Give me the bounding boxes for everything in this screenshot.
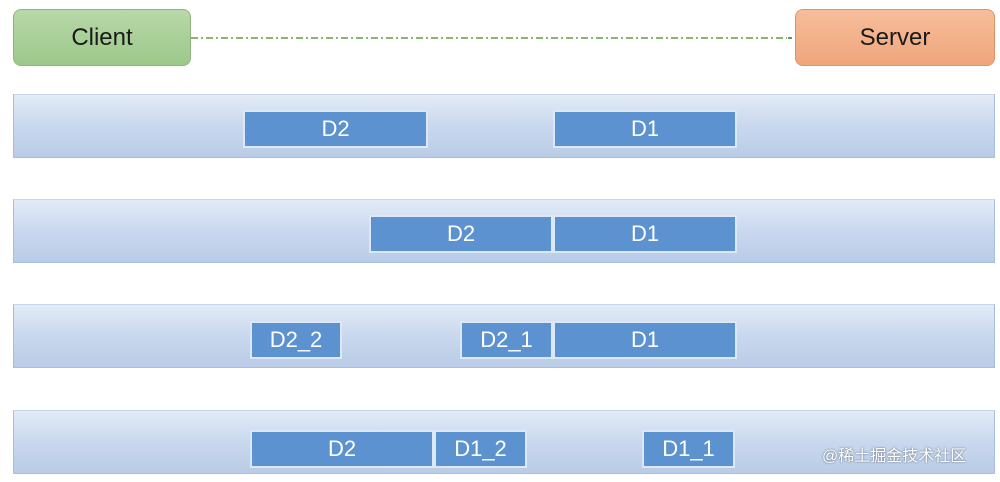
packet-block: D2 — [250, 430, 434, 468]
packet-block: D1_1 — [642, 430, 735, 468]
packet-label: D1_1 — [662, 436, 715, 461]
client-label: Client — [71, 23, 133, 51]
packet-label: D1 — [630, 327, 660, 352]
tcp-stream-lane-4: D2 D1_2 D1_1 — [13, 410, 995, 474]
tcp-stream-lane-1: D2 D1 — [13, 94, 995, 158]
packet-label: D2_2 — [269, 327, 323, 352]
tcp-stream-lane-3: D2_2 D2_1 D1 — [13, 304, 995, 368]
packet-label: D1 — [630, 221, 660, 246]
packet-label: D2 — [327, 436, 357, 461]
packet-label: D1_2 — [454, 436, 507, 461]
packet-block: D2_1 — [460, 321, 553, 359]
server-label: Server — [859, 23, 931, 51]
client-node: Client — [13, 9, 191, 66]
packet-block: D1 — [553, 321, 737, 359]
connection-line — [191, 37, 792, 39]
server-node: Server — [795, 9, 995, 66]
packet-label: D2_1 — [480, 327, 533, 352]
watermark: @稀土掘金技术社区 — [822, 448, 967, 465]
packet-block: D2_2 — [250, 321, 342, 359]
packet-label: D1 — [630, 116, 660, 141]
tcp-stream-lane-2: D2 D1 — [13, 199, 995, 263]
packet-block: D2 — [369, 215, 553, 253]
packet-label: D2 — [446, 221, 476, 246]
packet-label: D2 — [321, 116, 350, 141]
packet-block: D2 — [243, 110, 428, 148]
packet-block: D1 — [553, 110, 737, 148]
packet-block: D1 — [553, 215, 737, 253]
packet-block: D1_2 — [434, 430, 527, 468]
